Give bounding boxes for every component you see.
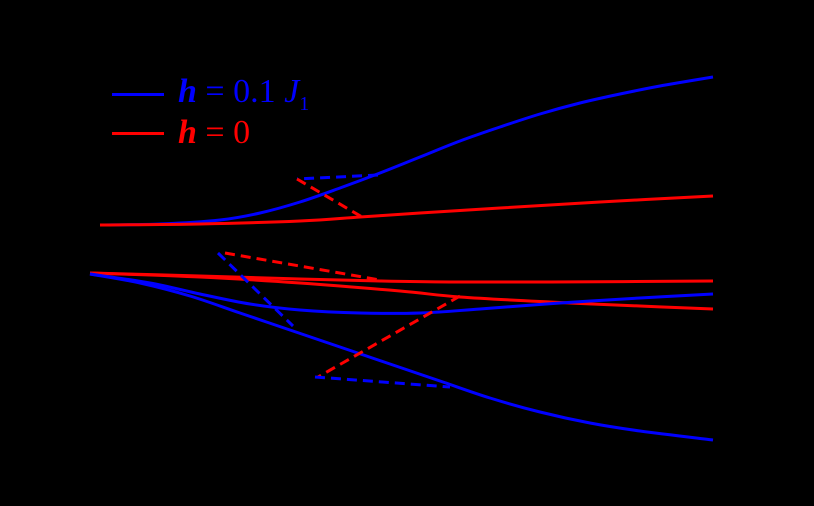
legend-sub: 1 bbox=[299, 92, 310, 115]
series-line-1 bbox=[99, 194, 714, 227]
series-line-3 bbox=[89, 271, 714, 311]
legend-rest: = 0 bbox=[196, 114, 251, 151]
legend-var: h bbox=[178, 114, 197, 151]
dashed-guide-5 bbox=[314, 375, 451, 389]
legend-swatch-blue bbox=[112, 92, 164, 96]
legend-swatch-red bbox=[112, 131, 164, 135]
legend-label-red: h = 0 bbox=[178, 114, 250, 152]
dashed-guide-0 bbox=[296, 173, 379, 181]
legend-entry-red: h = 0 bbox=[112, 114, 309, 152]
legend-entry-blue: h = 0.1 J1 bbox=[112, 73, 309, 116]
dashed-guide-3 bbox=[216, 251, 295, 328]
dashed-guide-4 bbox=[317, 294, 461, 379]
dashed-guide-1 bbox=[296, 177, 363, 219]
legend-label-blue: h = 0.1 J1 bbox=[178, 73, 309, 116]
dashed-guide-2 bbox=[224, 251, 381, 282]
legend-var: h bbox=[178, 72, 197, 110]
legend: h = 0.1 J1 h = 0 bbox=[112, 73, 309, 152]
series-line-4 bbox=[89, 272, 714, 315]
series-line-0 bbox=[99, 75, 714, 227]
legend-J: J bbox=[284, 72, 300, 110]
series-line-5 bbox=[89, 272, 714, 442]
legend-rest: = 0.1 bbox=[196, 72, 285, 110]
